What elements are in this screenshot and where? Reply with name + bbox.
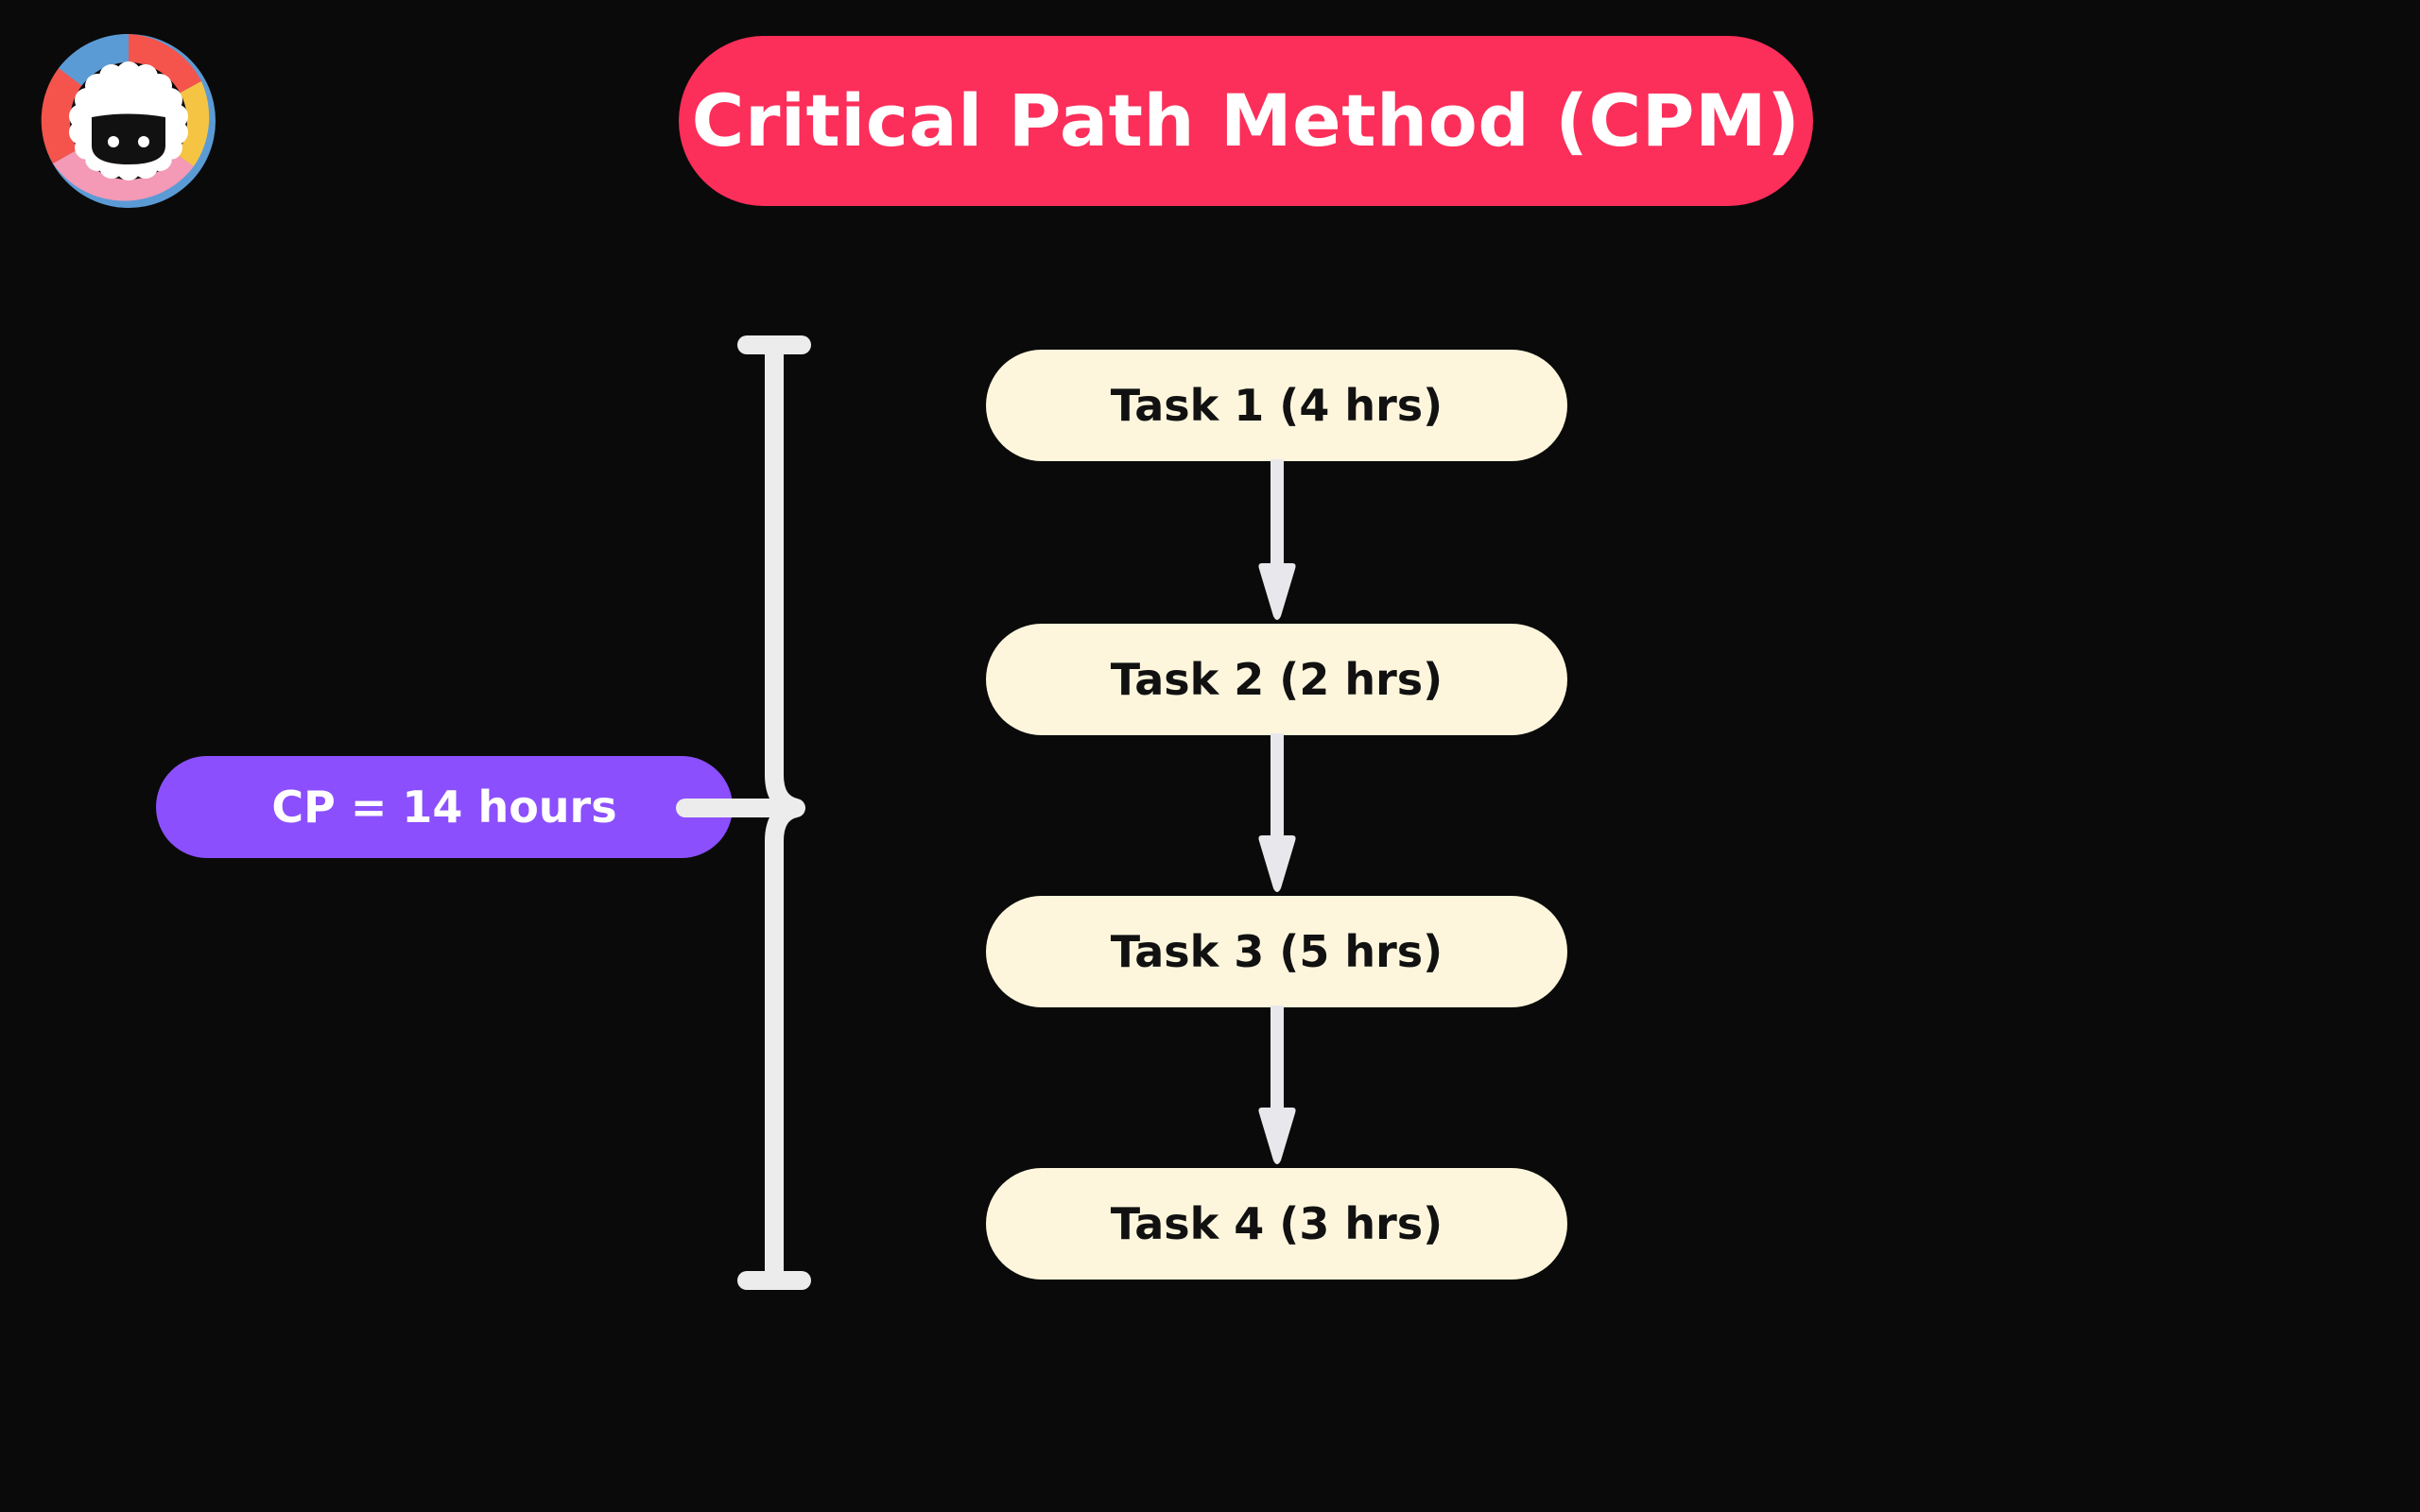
page-title: Critical Path Method (CPM) — [691, 78, 1801, 163]
flow-arrow-down-icon — [1255, 1005, 1299, 1171]
task-node-label: Task 2 (2 hrs) — [1110, 654, 1443, 705]
flow-arrow-down-icon — [1255, 733, 1299, 899]
critical-path-summary-label: CP = 14 hours — [271, 782, 617, 833]
grouping-brace — [676, 335, 841, 1290]
task-node[interactable]: Task 2 (2 hrs) — [986, 624, 1567, 735]
task-node[interactable]: Task 3 (5 hrs) — [986, 896, 1567, 1007]
sheep-eye-left — [108, 136, 119, 147]
task-node[interactable]: Task 4 (3 hrs) — [986, 1168, 1567, 1280]
sheep-face — [92, 113, 165, 164]
task-flow-column: Task 1 (4 hrs) Task 2 (2 hrs) Task 3 (5 … — [986, 350, 1567, 1295]
sheep-head — [69, 61, 188, 180]
task-node-label: Task 3 (5 hrs) — [1110, 926, 1443, 977]
sheep-logo — [34, 26, 223, 215]
task-node[interactable]: Task 1 (4 hrs) — [986, 350, 1567, 461]
critical-path-summary-badge: CP = 14 hours — [156, 756, 733, 858]
flow-arrow-down-icon — [1255, 459, 1299, 625]
sheep-eye-right — [138, 136, 149, 147]
task-node-label: Task 1 (4 hrs) — [1110, 380, 1443, 431]
task-node-label: Task 4 (3 hrs) — [1110, 1198, 1443, 1249]
page-title-pill: Critical Path Method (CPM) — [679, 36, 1813, 206]
